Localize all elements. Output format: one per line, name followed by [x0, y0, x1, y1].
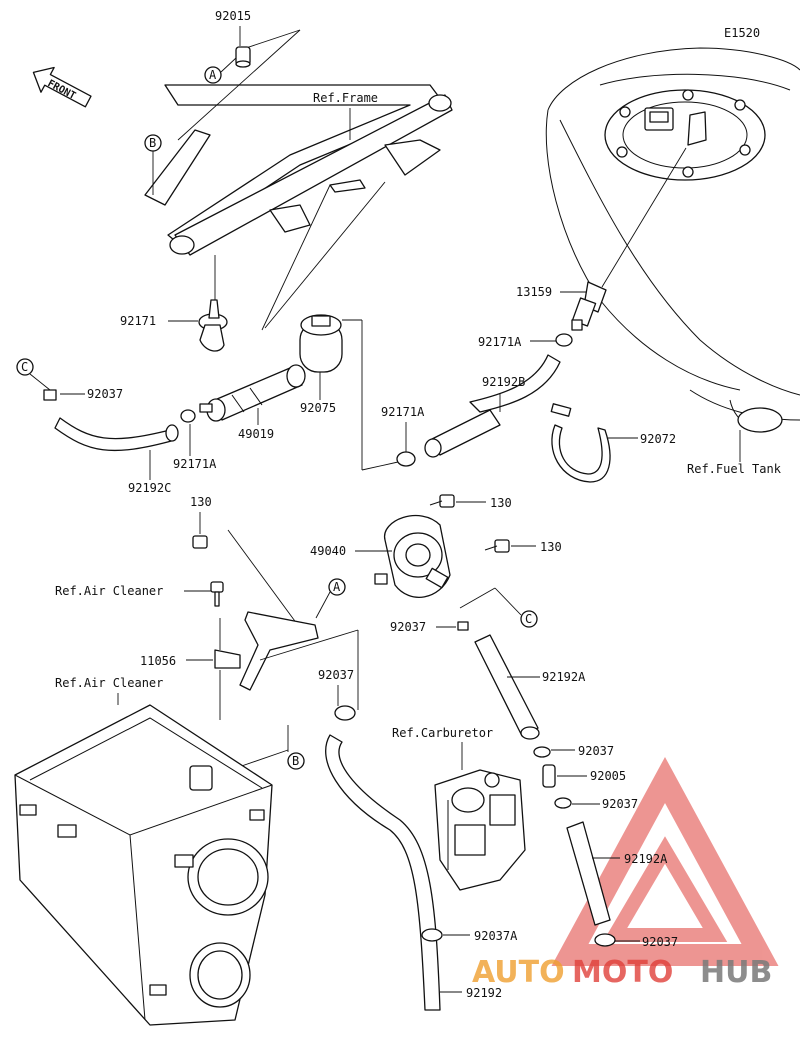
part-label-130-right: 130: [540, 540, 562, 554]
svg-text:B: B: [292, 754, 299, 768]
part-label-49040: 49040: [310, 544, 346, 558]
hose-92192a-bottom: [566, 821, 611, 926]
ref-air-cleaner-box-label: Ref.Air Cleaner: [55, 676, 163, 690]
bolt-air-cleaner: [210, 581, 224, 607]
hose-92192b: [424, 354, 561, 458]
part-label-92037-left: 92037: [87, 387, 123, 401]
part-label-92037-carb2: 92037: [602, 797, 638, 811]
part-label-130-right-top: 130: [490, 496, 512, 510]
part-label-92072: 92072: [640, 432, 676, 446]
part-label-92037-mid: 92037: [390, 620, 426, 634]
fuel-tank: [545, 47, 800, 433]
ref-fuel-tank-label: Ref.Fuel Tank: [687, 462, 782, 476]
callout-a-bottom: A: [328, 578, 346, 596]
hose-92192a-top: [474, 634, 540, 740]
part-label-92192b: 92192B: [482, 375, 525, 389]
collar-92015: [235, 46, 251, 68]
air-cleaner-box: [14, 704, 273, 1026]
part-label-92171a-left: 92171A: [173, 457, 217, 471]
clamp-92171a-mid: [396, 451, 416, 467]
clamp-92171a-left: [180, 409, 196, 423]
part-label-92171a-mid: 92171A: [381, 405, 425, 419]
fitting-92005: [542, 764, 556, 788]
ref-air-cleaner-top-label: Ref.Air Cleaner: [55, 584, 163, 598]
part-label-92192c: 92192C: [128, 481, 171, 495]
clamp-92037-hose: [334, 705, 356, 721]
part-label-92171: 92171: [120, 314, 156, 328]
part-label-11056: 11056: [140, 654, 176, 668]
diagram-code: E1520: [724, 26, 760, 40]
strap-92072: [550, 403, 611, 483]
bracket-11056: [214, 649, 241, 669]
clamp-92037-mid: [457, 621, 469, 631]
callout-a-top: A: [204, 66, 222, 84]
clamp-92037-carb1: [533, 746, 551, 758]
part-label-130-left: 130: [190, 495, 212, 509]
part-label-92015: 92015: [215, 9, 251, 23]
hose-92192: [325, 734, 441, 1011]
part-label-92192a-top: 92192A: [542, 670, 586, 684]
svg-text:AUTO: AUTO: [472, 955, 565, 990]
clamp-92171a-right: [555, 333, 573, 347]
svg-text:C: C: [525, 612, 532, 626]
part-label-13159: 13159: [516, 285, 552, 299]
callout-c-top: C: [16, 358, 34, 376]
part-label-92171a-right: 92171A: [478, 335, 522, 349]
watermark-text: AUTO MOTO HUB: [472, 955, 772, 990]
watermark-logo: [551, 756, 779, 966]
bracket: [239, 611, 319, 691]
part-label-92192: 92192: [466, 986, 502, 1000]
hose-92192c: [54, 417, 179, 452]
svg-text:A: A: [333, 580, 341, 594]
ref-carburetor-label: Ref.Carburetor: [392, 726, 493, 740]
fuel-filter-49019: [199, 364, 306, 422]
fitting-13159: [571, 281, 607, 331]
part-label-92037-carb1: 92037: [578, 744, 614, 758]
part-label-92037-hose: 92037: [318, 668, 354, 682]
clamp-92037-carb2: [554, 797, 572, 809]
svg-text:B: B: [149, 136, 156, 150]
clamp-92037-left: [43, 389, 57, 401]
fuel-pump-49040: [374, 514, 451, 598]
svg-text:HUB: HUB: [700, 955, 772, 990]
clamp-92037a: [421, 928, 443, 942]
part-label-92075: 92075: [300, 401, 336, 415]
clamp-92037-bottom: [594, 933, 616, 947]
callout-c-bottom: C: [520, 610, 538, 628]
part-label-92005: 92005: [590, 769, 626, 783]
part-label-92037a: 92037A: [474, 929, 518, 943]
part-label-49019: 49019: [238, 427, 274, 441]
frame-part: [144, 84, 453, 256]
bolt-130-left: [192, 535, 208, 549]
band-92075: [299, 314, 343, 373]
part-label-92037-bottom: 92037: [642, 935, 678, 949]
ref-frame-label: Ref.Frame: [313, 91, 378, 105]
part-label-92192a-bottom: 92192A: [624, 852, 668, 866]
bolt-130-right: [484, 539, 510, 553]
svg-text:MOTO: MOTO: [572, 955, 673, 990]
front-arrow-icon: FRONT: [32, 66, 92, 108]
callout-b-top: B: [144, 134, 162, 152]
svg-text:C: C: [21, 360, 28, 374]
clip-92171: [198, 299, 228, 352]
callout-b-bottom: B: [287, 752, 305, 770]
bolt-130-right-top: [429, 494, 455, 508]
svg-text:A: A: [209, 68, 217, 82]
carburetor: [434, 769, 526, 891]
